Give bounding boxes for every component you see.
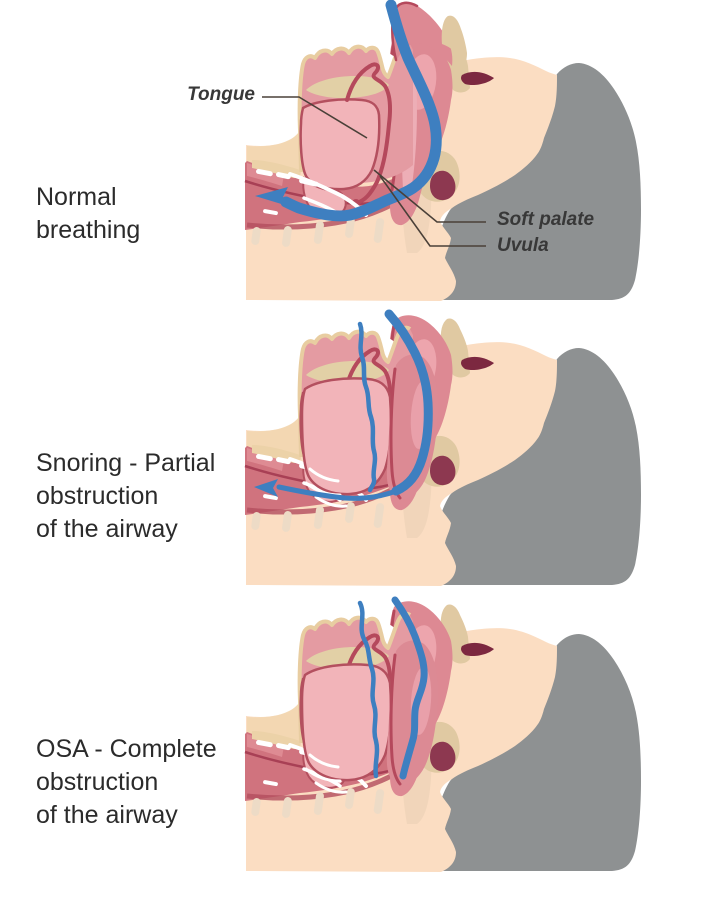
svg-text:of the airway: of the airway bbox=[36, 515, 178, 543]
svg-text:obstruction: obstruction bbox=[36, 482, 158, 510]
svg-text:breathing: breathing bbox=[36, 216, 140, 244]
svg-text:Uvula: Uvula bbox=[497, 235, 549, 256]
svg-text:Normal: Normal bbox=[36, 183, 117, 211]
svg-text:of the airway: of the airway bbox=[36, 801, 178, 829]
svg-text:Soft palate: Soft palate bbox=[497, 209, 595, 230]
svg-text:OSA - Complete: OSA - Complete bbox=[36, 735, 217, 763]
svg-text:Snoring - Partial: Snoring - Partial bbox=[36, 449, 215, 477]
svg-text:obstruction: obstruction bbox=[36, 768, 158, 796]
svg-text:Tongue: Tongue bbox=[187, 84, 255, 105]
